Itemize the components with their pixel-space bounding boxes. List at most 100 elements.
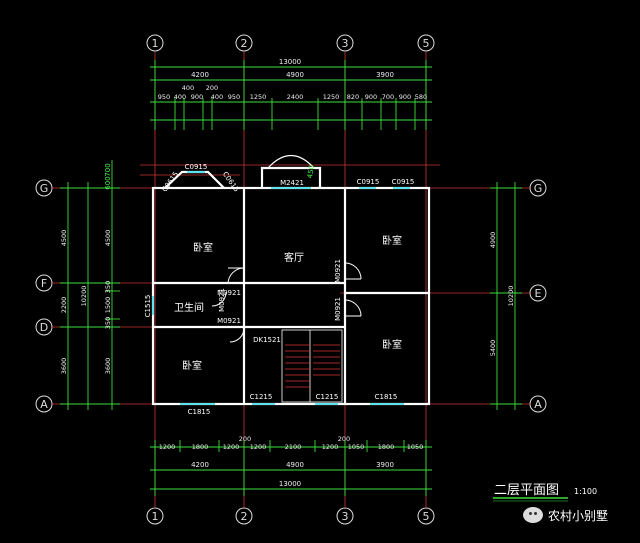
dim-top-detail-11: 700 (382, 93, 394, 101)
dim-bottom-detail-1: 1200 (159, 443, 176, 451)
axis-5-top: 5 (423, 37, 430, 50)
dim-bottom-bay-3: 3900 (376, 461, 394, 469)
plan-scale: 1:100 (574, 487, 597, 496)
dim-bottom-bay-1: 4200 (191, 461, 209, 469)
tag-m0921-d: M0921 (334, 297, 342, 321)
tag-c0915-top-left: C0915 (185, 163, 208, 171)
tag-m2421: M2421 (280, 179, 304, 187)
dim-bottom-bay-2: 4900 (286, 461, 304, 469)
dim-bottom-detail-2: 1800 (192, 443, 209, 451)
axis-A-left: A (40, 398, 48, 411)
tag-c1815-b: C1815 (375, 393, 398, 401)
axis-2-bottom: 2 (241, 510, 248, 523)
tag-c1515: C1515 (144, 295, 152, 318)
tag-r450: 450 (306, 164, 316, 179)
dim-top-detail-13: 580 (415, 93, 427, 101)
tag-c0915-ne2: C0915 (392, 178, 415, 186)
dim-left-outer-2: 2200 (60, 297, 68, 314)
axis-G-left: G (40, 182, 49, 195)
dim-left-total: 10200 (80, 286, 88, 307)
dim-top-bay-2: 4900 (286, 71, 304, 79)
dim-left-inner-1: 4500 (104, 230, 112, 247)
wechat-icon (523, 507, 543, 523)
windows (152, 171, 410, 405)
dim-top-detail-1: 950 (158, 93, 170, 101)
axis-5-bottom: 5 (423, 510, 430, 523)
room-bedroom-sw: 卧室 (182, 359, 202, 372)
axis-E-right: E (535, 287, 542, 300)
dim-bottom-detail-5: 2100 (285, 443, 302, 451)
dim-top-small-1: 400 (182, 84, 194, 92)
axis-3-bottom: 3 (342, 510, 349, 523)
dim-top-bay-3: 3900 (376, 71, 394, 79)
watermark: 农村小别墅 (523, 504, 635, 526)
dim-bottom-detail-4: 1200 (250, 443, 267, 451)
room-bedroom-se: 卧室 (382, 338, 402, 351)
tag-c0915-ne1: C0915 (357, 178, 380, 186)
axis-bubbles-left (35, 179, 53, 413)
dim-top-detail-9: 820 (347, 93, 359, 101)
dim-top-detail-3: 900 (191, 93, 203, 101)
axis-D-left: D (40, 321, 48, 334)
dim-top-total: 13000 (279, 58, 301, 66)
dim-right-outer-2: 5400 (489, 340, 497, 357)
dim-bottom-small-1: 200 (239, 435, 251, 443)
balcony-arch (267, 154, 315, 169)
dim-bottom-small-2: 200 (338, 435, 350, 443)
dim-top-detail-5: 950 (228, 93, 240, 101)
dim-left-top-1: 700 (104, 163, 112, 176)
tag-c0615-b: C0615 (221, 170, 241, 193)
dim-top-small-2: 200 (206, 84, 218, 92)
dim-bottom-detail-9: 1050 (407, 443, 424, 451)
axis-bubbles-top (146, 34, 435, 52)
dim-left-inner-5: 3600 (104, 358, 112, 375)
room-bedroom-nw: 卧室 (193, 241, 213, 254)
dim-left-inner-4: 350 (104, 317, 112, 329)
tag-m0921-c: M0921 (218, 288, 226, 312)
tag-m0921-a: M0921 (334, 259, 342, 283)
dim-top-detail-8: 1250 (323, 93, 340, 101)
tag-dk1521: DK1521 (253, 336, 281, 344)
dim-top-detail-6: 1250 (250, 93, 267, 101)
dim-left-inner-2: 350 (104, 281, 112, 293)
dim-bottom-detail-3: 1200 (223, 443, 240, 451)
dim-bottom-detail-6: 1200 (322, 443, 339, 451)
axis-A-right: A (534, 398, 542, 411)
staircase (281, 329, 343, 403)
axis-1-bottom: 1 (152, 510, 159, 523)
tag-m0921-b: M0921 (217, 289, 241, 297)
dim-right-total: 10200 (507, 286, 515, 307)
axis-2-top: 2 (241, 37, 248, 50)
tag-m0921-e: M0921 (217, 317, 241, 325)
dim-top-detail-4: 400 (211, 93, 223, 101)
dim-bottom-detail-8: 1800 (378, 443, 395, 451)
watermark-text: 农村小别墅 (548, 508, 609, 523)
dim-bottom-total: 13000 (279, 480, 301, 488)
room-bedroom-ne: 卧室 (382, 234, 402, 247)
axis-F-left: F (41, 277, 47, 290)
tag-c1215-b: C1215 (316, 393, 339, 401)
axis-G-right: G (534, 182, 543, 195)
dim-left-outer-3: 3600 (60, 358, 68, 375)
door-swings (211, 262, 362, 343)
room-living: 客厅 (284, 251, 304, 264)
dim-bottom-detail-7: 1050 (348, 443, 365, 451)
dim-left-inner-3: 1500 (104, 297, 112, 314)
dim-right-outer-1: 4900 (489, 232, 497, 249)
dimension-lines (60, 60, 522, 496)
tag-c1215-a: C1215 (250, 393, 273, 401)
axis-1-top: 1 (152, 37, 159, 50)
plan-title: 二层平面图 (494, 483, 559, 498)
dim-left-top-2: 600 (104, 176, 112, 189)
axis-3-top: 3 (342, 37, 349, 50)
dim-top-detail-12: 900 (399, 93, 411, 101)
tag-c0615-a: C0615 (161, 170, 181, 193)
tag-c1815-a: C1815 (188, 408, 211, 416)
axis-bubbles-bottom (146, 507, 435, 525)
room-bathroom: 卫生间 (174, 301, 204, 314)
dim-top-detail-10: 900 (365, 93, 377, 101)
dim-top-bay-1: 4200 (191, 71, 209, 79)
dim-top-detail-7: 2400 (287, 93, 304, 101)
dim-top-detail-2: 400 (174, 93, 186, 101)
